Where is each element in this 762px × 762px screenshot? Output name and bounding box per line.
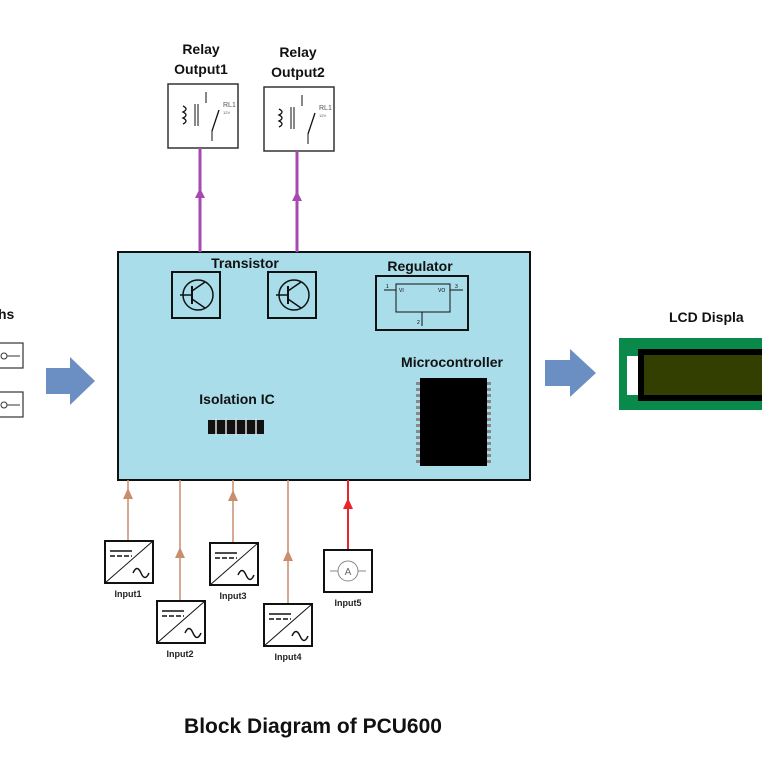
input-3: Input3 [209, 480, 259, 601]
svg-text:A: A [345, 567, 352, 578]
arrow-right-icon [46, 357, 95, 405]
arrow-up-icon [283, 550, 293, 561]
transistor-icon [171, 271, 221, 319]
microcontroller-label: Microcontroller [401, 354, 503, 370]
input-label: Input4 [275, 652, 302, 662]
switch-icon [0, 342, 24, 369]
relay-label: Output2 [271, 64, 325, 80]
input-2: Input2 [156, 480, 206, 659]
svg-text:VO: VO [438, 288, 445, 294]
relay-label: Output1 [174, 61, 228, 77]
input-4: Input4 [263, 480, 313, 662]
switch-icon [0, 391, 24, 418]
lcd-display-label: LCD Displa [669, 309, 744, 325]
arrow-up-icon [195, 188, 205, 198]
input-label: Input3 [220, 591, 247, 601]
arrow-up-icon [343, 498, 353, 509]
svg-text:12V: 12V [223, 110, 230, 115]
relay-label: Relay [182, 41, 220, 57]
svg-text:2: 2 [417, 320, 420, 326]
input-1: Input1 [104, 480, 154, 599]
svg-text:VI: VI [399, 288, 404, 294]
lcd-display-icon [619, 338, 762, 410]
dc-ac-converter-icon [209, 542, 259, 586]
arrow-up-icon [123, 488, 133, 499]
input-label: Input1 [115, 589, 142, 599]
dc-ac-converter-icon [156, 600, 206, 644]
svg-text:1: 1 [386, 284, 389, 290]
regulator-icon: 1 3 2 VI VO [375, 275, 469, 331]
arrow-right-icon [545, 349, 596, 397]
svg-text:RL1: RL1 [223, 102, 236, 109]
isolation-ic-label: Isolation IC [199, 391, 274, 407]
dc-ac-converter-icon [104, 540, 154, 584]
svg-text:RL1: RL1 [319, 105, 332, 112]
input-label: Input2 [167, 649, 194, 659]
input-5: A Input5 [323, 480, 373, 608]
microcontroller-chip-icon [416, 378, 491, 466]
svg-text:3: 3 [455, 284, 458, 290]
relay-label: Relay [279, 44, 317, 60]
arrow-up-icon [175, 547, 185, 558]
transistor-label: Transistor [211, 255, 279, 271]
isolation-ic-chip-icon [208, 418, 264, 436]
arrow-up-icon [228, 490, 238, 501]
dc-ac-converter-icon [263, 603, 313, 647]
switches-label: hs [0, 306, 15, 322]
input-label: Input5 [335, 598, 362, 608]
svg-text:12V: 12V [319, 113, 326, 118]
transistor-icon [267, 271, 317, 319]
ammeter-icon: A [323, 549, 373, 593]
diagram-title: Block Diagram of PCU600 [184, 715, 442, 738]
regulator-label: Regulator [387, 258, 453, 274]
arrow-up-icon [292, 191, 302, 201]
